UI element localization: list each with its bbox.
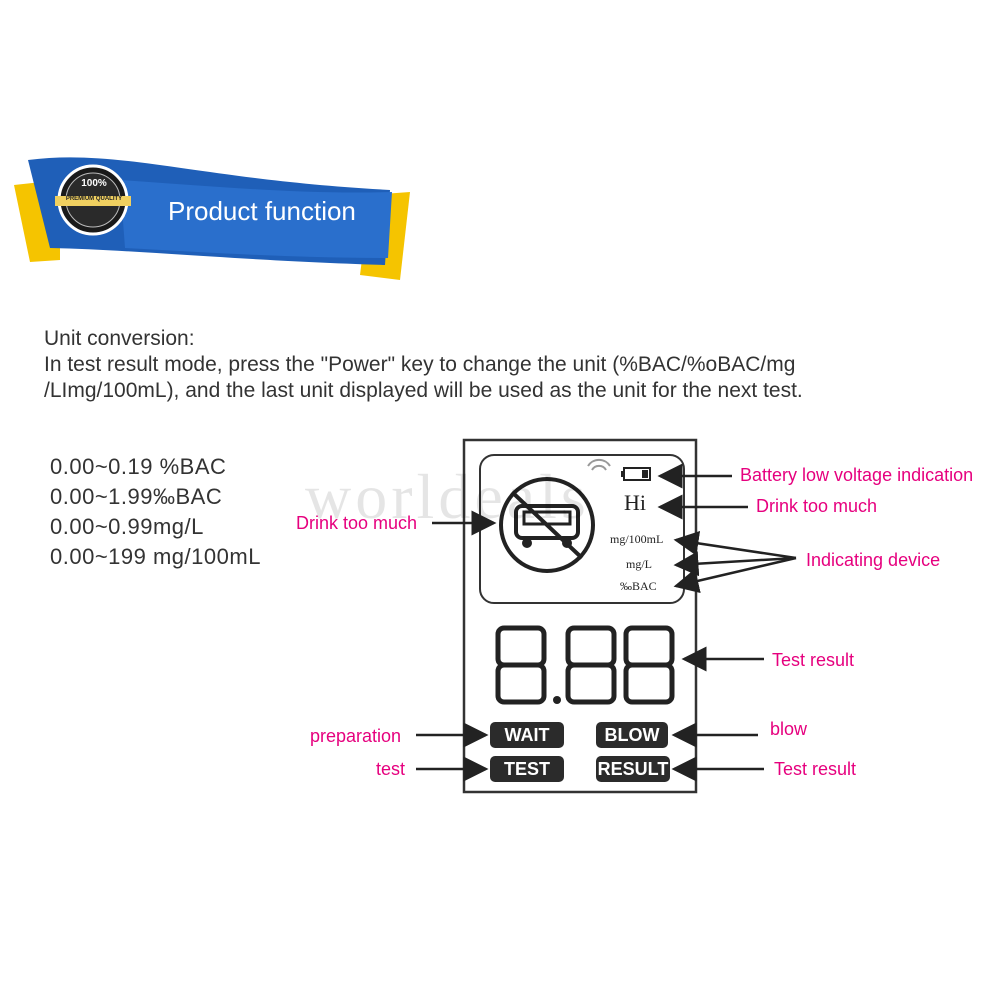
test-indicator: TEST [490,756,564,782]
battery-icon [621,467,651,481]
lcd-frame [462,438,698,794]
range-item: 0.00~0.19 %BAC [50,454,227,479]
unit-conversion-heading: Unit conversion: [44,327,195,350]
unit-mg-l: mg/L [626,557,652,571]
blow-indicator: BLOW [596,722,668,748]
seven-segment-digits [495,625,675,705]
range-item: 0.00~0.99mg/L [50,514,204,539]
hi-indicator: Hi [624,490,646,515]
signal-icon [587,459,611,471]
label-test-result-bottom: Test result [774,759,857,779]
callout-arrows [416,463,797,782]
label-test: test [376,759,406,779]
label-drink-left: Drink too much [296,513,418,533]
range-item: 0.00~199 mg/100mL [50,544,261,569]
label-test-result-top: Test result [772,650,855,670]
unit-conversion-line-2: /LImg/100mL), and the last unit displaye… [44,379,803,402]
range-item: 0.00~1.99‰BAC [50,484,223,509]
product-function-banner [14,157,410,280]
wait-indicator: WAIT [490,722,564,748]
premium-quality-badge [55,164,131,236]
label-indicating-device: Indicating device [806,550,941,570]
unit-mg-100ml: mg/100mL [610,532,664,546]
label-preparation: preparation [310,726,402,746]
result-indicator: RESULT [596,756,670,782]
badge-top-text: 100% [81,178,107,189]
label-battery: Battery low voltage indication [740,465,974,485]
no-drink-drive-icon [499,477,595,573]
label-drink-right: Drink too much [756,496,878,516]
unit-permille-bac: ‰BAC [620,579,657,593]
unit-conversion-line-1: In test result mode, press the "Power" k… [44,353,796,376]
measurement-ranges: 0.00~0.19 %BAC 0.00~1.99‰BAC 0.00~0.99mg… [50,452,261,572]
watermark: worldeals [305,461,590,532]
label-blow: blow [770,719,808,739]
banner-title: Product function [168,196,356,226]
unit-conversion-text: Unit conversion: In test result mode, pr… [44,326,944,404]
badge-middle-text: PREMIUM QUALITY [65,196,123,202]
